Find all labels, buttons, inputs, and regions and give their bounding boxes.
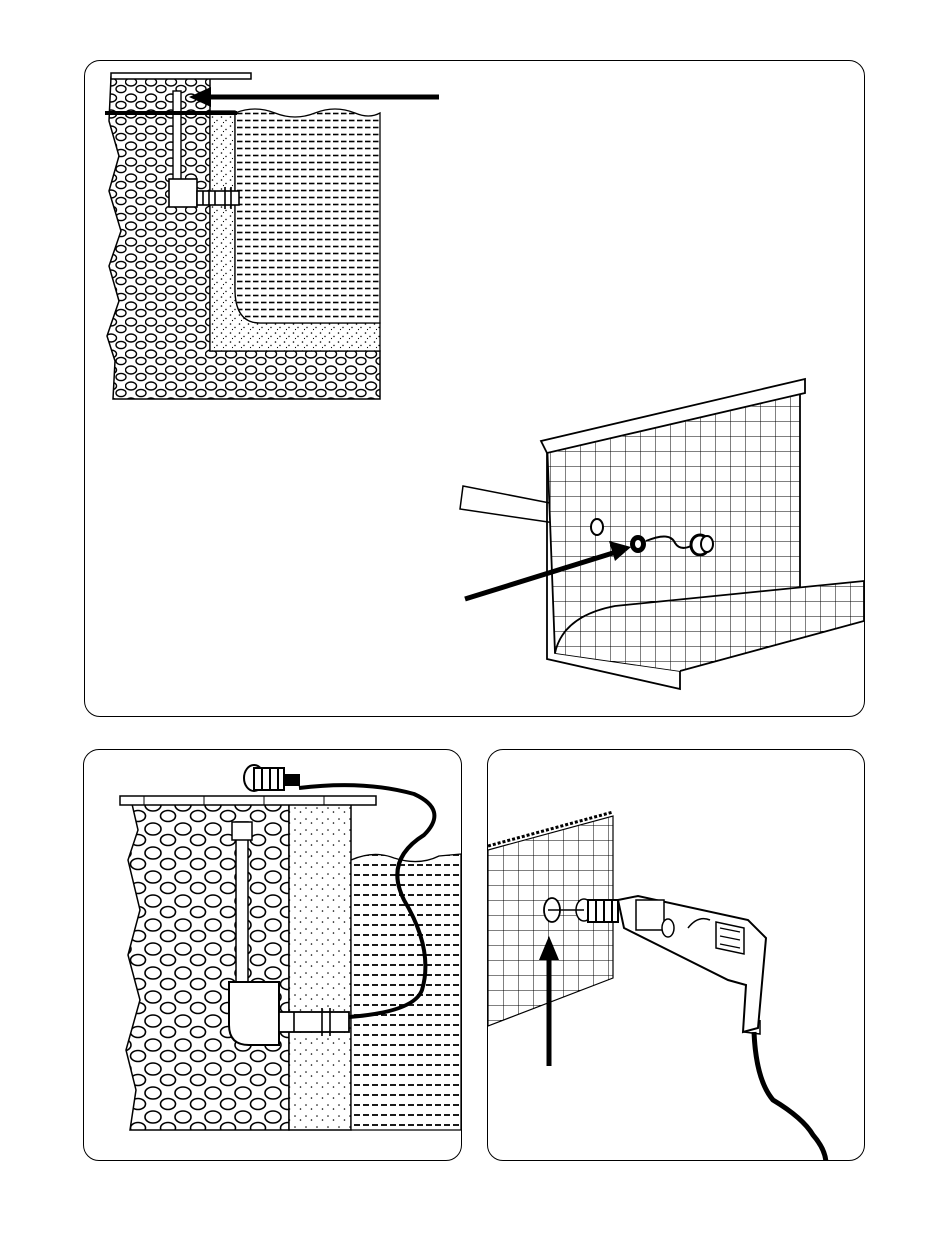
bottom-right-illustration-panel (487, 749, 865, 1161)
coping-icon (111, 73, 251, 79)
top-illustration (85, 61, 864, 716)
concrete-collar-icon (289, 804, 351, 1130)
pipe-elbow-icon (229, 982, 279, 1045)
pool-liner-grid-icon (351, 854, 461, 1130)
drill-icon (618, 896, 766, 1034)
inlet-fitting-icon (279, 1012, 349, 1032)
rock-backfill-icon (126, 804, 289, 1130)
wall-pipe-icon (460, 486, 555, 523)
coping-icon (120, 796, 376, 805)
pipe-icon (236, 822, 248, 982)
top-illustration-panel (84, 60, 865, 717)
bottom-left-illustration-panel (83, 749, 462, 1161)
cord-icon (754, 1032, 826, 1160)
pool-liner-grid-icon (235, 109, 380, 323)
bottom-left-illustration (84, 750, 461, 1160)
bottom-right-illustration (488, 750, 864, 1160)
pipe-icon (173, 91, 181, 183)
pipe-elbow-icon (169, 179, 197, 207)
